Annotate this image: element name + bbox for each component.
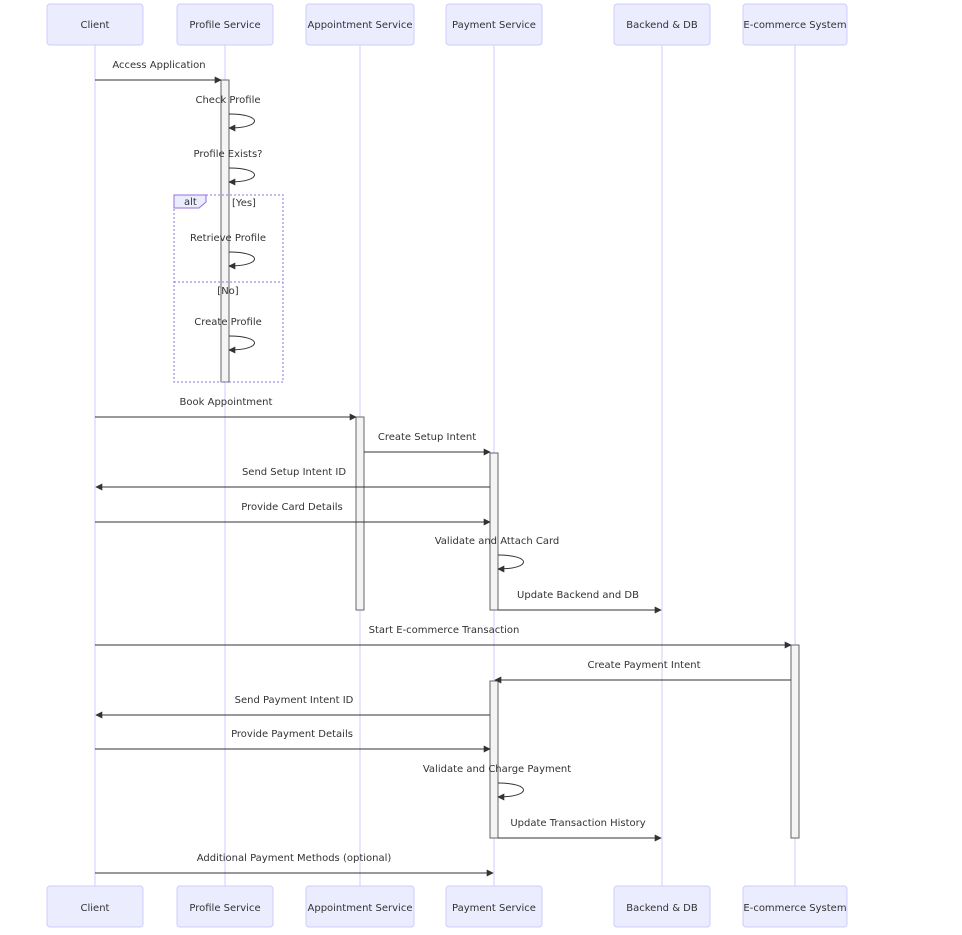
actor-backend-db-top: Backend & DB: [613, 3, 711, 46]
actor-appointment-service-top: Appointment Service: [305, 3, 415, 46]
actor-label: Client: [81, 903, 110, 914]
activation-payment-service-charge: [489, 680, 499, 839]
message-label: Provide Payment Details: [231, 729, 353, 740]
message-update-backend-and-db: Update Backend and DB: [498, 590, 662, 614]
actor-label: E-commerce System: [743, 903, 846, 914]
activation-ecommerce-system: [790, 644, 800, 839]
message-label: Check Profile: [195, 95, 260, 106]
actors-top: Client Profile Service Appointment Servi…: [46, 3, 848, 46]
message-create-payment-intent: Create Payment Intent: [494, 660, 791, 684]
actor-label: Profile Service: [189, 903, 260, 914]
message-check-profile: Check Profile: [195, 95, 261, 132]
alt-condition-yes: [Yes]: [232, 198, 256, 209]
actor-appointment-service-bottom: Appointment Service: [305, 885, 415, 928]
alt-fragment: alt [Yes] [No]: [173, 194, 284, 383]
message-label: Start E-commerce Transaction: [369, 625, 520, 636]
message-validate-and-attach-card: Validate and Attach Card: [435, 536, 560, 573]
message-label: Retrieve Profile: [190, 233, 266, 244]
message-label: Create Profile: [194, 317, 262, 328]
message-send-payment-intent-id: Send Payment Intent ID: [95, 695, 490, 719]
activations: [220, 79, 800, 839]
alt-keyword: alt: [184, 197, 197, 208]
message-label: Profile Exists?: [194, 149, 263, 160]
actor-label: Payment Service: [452, 903, 536, 914]
message-start-ecommerce-transaction: Start E-commerce Transaction: [95, 625, 792, 649]
message-label: Provide Card Details: [241, 502, 342, 513]
actor-client-top: Client: [46, 3, 144, 46]
message-create-setup-intent: Create Setup Intent: [364, 432, 491, 456]
message-label: Validate and Charge Payment: [423, 764, 571, 775]
message-self-arrow: [228, 251, 255, 270]
message-label: Create Payment Intent: [588, 660, 701, 671]
message-access-application: Access Application: [95, 60, 222, 84]
message-label: Send Payment Intent ID: [235, 695, 354, 706]
actor-label: E-commerce System: [743, 20, 846, 31]
messages: Access Application Check Profile Profile…: [95, 60, 792, 877]
activation-payment-service-setup: [489, 452, 499, 611]
actor-label: Client: [81, 20, 110, 31]
message-self-arrow: [228, 113, 255, 132]
message-label: Update Backend and DB: [517, 590, 639, 601]
message-validate-and-charge-payment: Validate and Charge Payment: [423, 764, 571, 801]
actor-backend-db-bottom: Backend & DB: [613, 885, 711, 928]
message-send-setup-intent-id: Send Setup Intent ID: [95, 467, 490, 491]
actor-ecommerce-system-top: E-commerce System: [742, 3, 848, 46]
message-additional-payment-methods: Additional Payment Methods (optional): [95, 853, 494, 877]
message-update-transaction-history: Update Transaction History: [498, 818, 662, 842]
actor-payment-service-bottom: Payment Service: [445, 885, 543, 928]
alt-fragment-tab: [173, 194, 207, 209]
message-label: Send Setup Intent ID: [242, 467, 346, 478]
actor-label: Appointment Service: [308, 903, 413, 914]
actors-bottom: Client Profile Service Appointment Servi…: [46, 885, 848, 928]
actor-label: Profile Service: [189, 20, 260, 31]
message-self-arrow: [497, 554, 524, 573]
message-label: Book Appointment: [180, 397, 273, 408]
message-label: Access Application: [112, 60, 205, 71]
message-self-arrow: [228, 335, 255, 354]
actor-label: Backend & DB: [626, 20, 698, 31]
actor-ecommerce-system-bottom: E-commerce System: [742, 885, 848, 928]
activation-profile-service: [220, 79, 230, 383]
message-provide-card-details: Provide Card Details: [95, 502, 491, 526]
lifelines: [94, 45, 796, 886]
message-book-appointment: Book Appointment: [95, 397, 357, 421]
activation-appointment-service: [355, 416, 365, 611]
actor-label: Backend & DB: [626, 903, 698, 914]
actor-label: Appointment Service: [308, 20, 413, 31]
message-retrieve-profile: Retrieve Profile: [190, 233, 266, 270]
message-label: Create Setup Intent: [378, 432, 476, 443]
actor-label: Payment Service: [452, 20, 536, 31]
message-self-arrow: [497, 782, 524, 801]
actor-client-bottom: Client: [46, 885, 144, 928]
message-label: Additional Payment Methods (optional): [197, 853, 392, 864]
message-label: Validate and Attach Card: [435, 536, 560, 547]
message-self-arrow: [228, 167, 255, 186]
message-provide-payment-details: Provide Payment Details: [95, 729, 491, 753]
message-label: Update Transaction History: [510, 818, 645, 829]
actor-payment-service-top: Payment Service: [445, 3, 543, 46]
alt-condition-no: [No]: [217, 286, 239, 297]
message-create-profile: Create Profile: [194, 317, 262, 354]
message-profile-exists: Profile Exists?: [194, 149, 263, 186]
actor-profile-service-top: Profile Service: [176, 3, 274, 46]
actor-profile-service-bottom: Profile Service: [176, 885, 274, 928]
